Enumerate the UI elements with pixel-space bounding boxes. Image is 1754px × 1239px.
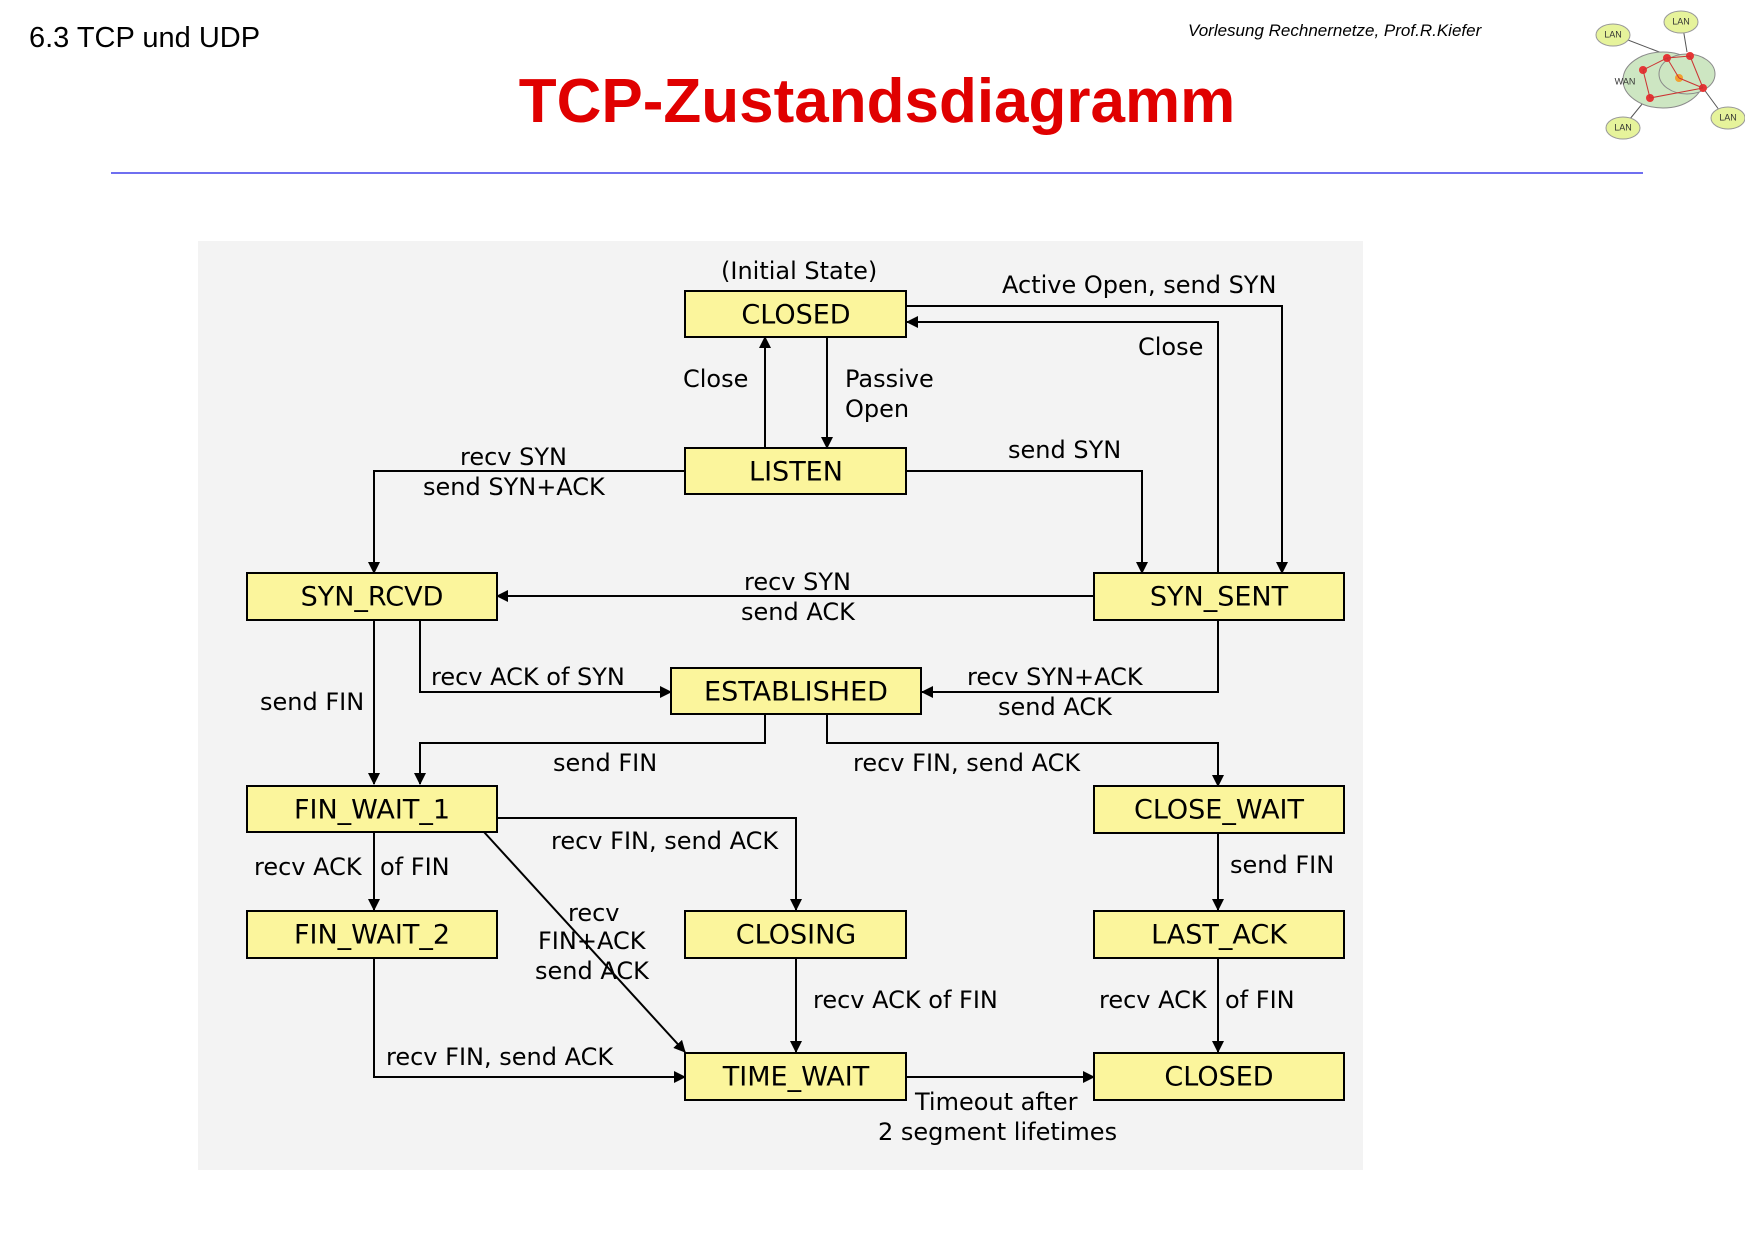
edge-label: Timeout after — [914, 1088, 1078, 1116]
state-closing: CLOSING — [684, 910, 907, 959]
state-label: LAST_ACK — [1151, 920, 1288, 951]
state-label: CLOSE_WAIT — [1134, 795, 1305, 826]
edge-label: send ACK — [535, 957, 650, 985]
initial-state-note: (Initial State) — [721, 257, 877, 285]
edge-label: Close — [1138, 333, 1203, 361]
edge-closed-to-synsent — [907, 305, 1288, 574]
state-label: LISTEN — [749, 457, 843, 488]
lan-ellipse-icon — [1710, 106, 1745, 130]
edge-label: send FIN — [553, 749, 657, 777]
edge-label: of FIN — [380, 853, 450, 881]
edge-label: recv FIN, send ACK — [386, 1043, 614, 1071]
page-title: TCP-Zustandsdiagramm — [518, 67, 1236, 136]
lan-ellipse-icon — [1663, 10, 1699, 34]
state-label: FIN_WAIT_1 — [294, 795, 450, 826]
edge-established-to-finwait1 — [414, 714, 766, 785]
edge-finwait1-to-timewait — [483, 831, 686, 1053]
state-label: SYN_RCVD — [301, 582, 444, 613]
state-label: CLOSING — [736, 920, 856, 951]
state-syn-sent: SYN_SENT — [1093, 572, 1345, 621]
edge-label: recv ACK — [1099, 986, 1208, 1014]
edge-label: send FIN — [260, 688, 364, 716]
edge-label: send FIN — [1230, 851, 1334, 879]
edge-listen-to-synrcvd — [368, 470, 685, 574]
state-label: TIME_WAIT — [722, 1062, 870, 1093]
logo-label: LAN — [1719, 112, 1737, 122]
edge-label: of FIN — [1225, 986, 1295, 1014]
state-label: CLOSED — [741, 300, 850, 331]
lecture-credit: Vorlesung Rechnernetze, Prof.R.Kiefer — [1188, 21, 1482, 40]
edge-synsent-to-established — [921, 620, 1219, 698]
edge-label: recv SYN — [460, 443, 567, 471]
edge-label: recv FIN, send ACK — [853, 749, 1081, 777]
diagram-panel: CLOSED LISTEN SYN_RCVD SYN_SENT ESTABLIS… — [198, 241, 1363, 1170]
state-fin-wait-2: FIN_WAIT_2 — [246, 910, 498, 959]
edge-label: send ACK — [741, 598, 856, 626]
edge-label: send SYN — [1008, 436, 1121, 464]
state-label: ESTABLISHED — [704, 677, 888, 708]
state-listen: LISTEN — [684, 447, 907, 495]
logo-label: LAN — [1604, 29, 1622, 39]
state-label: FIN_WAIT_2 — [294, 920, 450, 951]
edge-label: send ACK — [998, 693, 1113, 721]
logo-label: LAN — [1614, 122, 1632, 132]
edge-label: Close — [683, 365, 748, 393]
edge-label: recv ACK — [254, 853, 363, 881]
edge-label: recv FIN, send ACK — [551, 827, 779, 855]
logo-label: WAN — [1615, 76, 1636, 86]
edge-listen-to-synsent — [907, 470, 1148, 574]
state-closed-final: CLOSED — [1093, 1052, 1345, 1101]
edge-label: recv ACK of SYN — [431, 663, 625, 691]
edge-label: FIN+ACK — [538, 927, 647, 955]
state-syn-rcvd: SYN_RCVD — [246, 572, 498, 621]
edge-label: recv SYN+ACK — [967, 663, 1144, 691]
edge-established-to-closewait — [826, 714, 1224, 787]
network-logo: LAN LAN WAN LAN LAN — [1595, 10, 1745, 140]
edge-synsent-to-closed — [906, 316, 1219, 572]
state-established: ESTABLISHED — [670, 667, 922, 715]
section-label: 6.3 TCP und UDP — [29, 22, 261, 54]
edge-finwait1-to-closing — [497, 817, 802, 911]
edge-label: send SYN+ACK — [423, 473, 606, 501]
edge-label: 2 segment lifetimes — [878, 1118, 1117, 1146]
edge-label: recv SYN — [744, 568, 851, 596]
state-label: CLOSED — [1164, 1062, 1273, 1093]
state-label: SYN_SENT — [1150, 582, 1289, 613]
edge-label: Active Open, send SYN — [1002, 271, 1276, 299]
edge-label: recv ACK of FIN — [813, 986, 998, 1014]
lan-ellipse-icon — [1595, 23, 1631, 47]
lan-ellipse-icon — [1605, 116, 1641, 140]
edge-label: recv — [568, 899, 620, 927]
title-divider — [111, 172, 1643, 174]
edge-finwait2-to-timewait — [373, 958, 686, 1083]
state-fin-wait-1: FIN_WAIT_1 — [246, 785, 498, 833]
state-closed-initial: CLOSED — [684, 290, 907, 338]
tcp-state-diagram: CLOSED LISTEN SYN_RCVD SYN_SENT ESTABLIS… — [246, 257, 1345, 1146]
edge-label: Passive — [845, 365, 934, 393]
state-last-ack: LAST_ACK — [1093, 910, 1345, 959]
edge-synrcvd-to-established — [419, 620, 672, 698]
logo-label: LAN — [1672, 16, 1690, 26]
state-close-wait: CLOSE_WAIT — [1093, 785, 1345, 834]
state-time-wait: TIME_WAIT — [684, 1052, 907, 1101]
edge-label: Open — [845, 395, 909, 423]
